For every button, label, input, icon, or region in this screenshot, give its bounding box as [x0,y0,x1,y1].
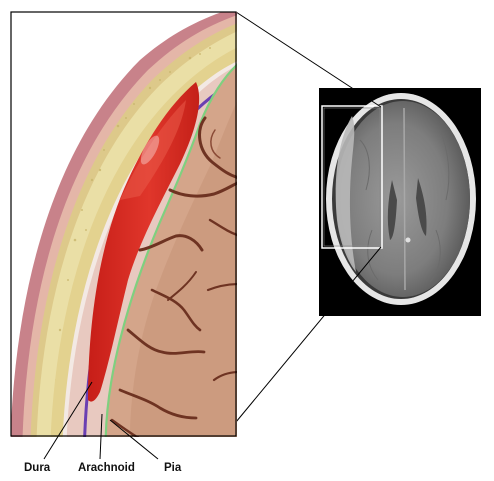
ct-brain [336,101,470,297]
zoom-line-top [236,12,381,107]
zoom-line-bottom [236,247,381,422]
ct-midline [404,108,405,290]
arachnoid-label: Arachnoid [78,462,135,474]
dura-label: Dura [24,462,50,474]
zoomed-illustration [10,6,240,460]
pia-label: Pia [164,462,181,474]
ct-scan-image [319,88,481,316]
